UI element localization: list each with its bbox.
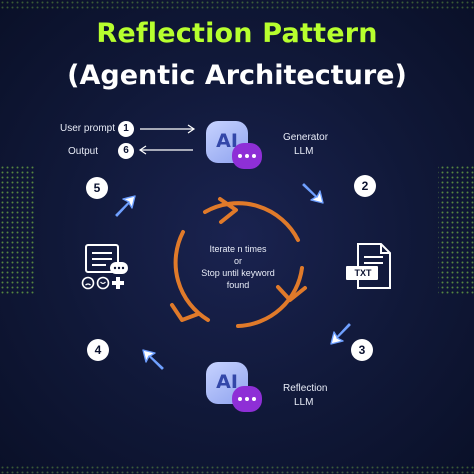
generator-chat-bubble-icon	[232, 143, 262, 169]
output-arrow-head	[138, 145, 147, 155]
arrow-step-5	[115, 195, 136, 217]
output-label: Output	[68, 146, 99, 157]
txt-badge: TXT	[354, 268, 372, 278]
step-6-badge: 6	[118, 143, 134, 159]
diagram-subtitle: (Agentic Architecture)	[67, 60, 407, 91]
step-2-badge: 2	[354, 175, 376, 197]
generator-label-line1: Generator	[283, 132, 329, 143]
user-prompt-label: User prompt	[60, 123, 116, 134]
step-1-badge: 1	[118, 121, 134, 137]
arrow-step-3	[330, 323, 351, 345]
arrow-step-4	[142, 349, 164, 370]
input-arrow-head	[187, 124, 196, 134]
reflection-label-line1: Reflection	[283, 383, 328, 394]
reflection-chat-bubble-icon	[232, 386, 262, 412]
diagram-title: Reflection Pattern	[96, 18, 378, 49]
step-5-badge: 5	[86, 177, 108, 199]
generator-label-line2: LLM	[294, 146, 314, 157]
cycle-line-3: Stop until keyword	[201, 268, 275, 278]
cycle-line-2: or	[233, 256, 242, 266]
step-3-badge: 3	[351, 339, 373, 361]
cycle-line-4: found	[226, 280, 250, 290]
cycle-line-1: Iterate n times	[209, 244, 267, 254]
txt-document-icon	[346, 243, 391, 289]
feedback-form-icon	[81, 244, 128, 290]
step-4-badge: 4	[87, 339, 109, 361]
cycle-description: Iterate n times or Stop until keyword fo…	[186, 243, 290, 291]
reflection-label-line2: LLM	[294, 397, 314, 408]
arrow-step-2	[302, 183, 324, 204]
